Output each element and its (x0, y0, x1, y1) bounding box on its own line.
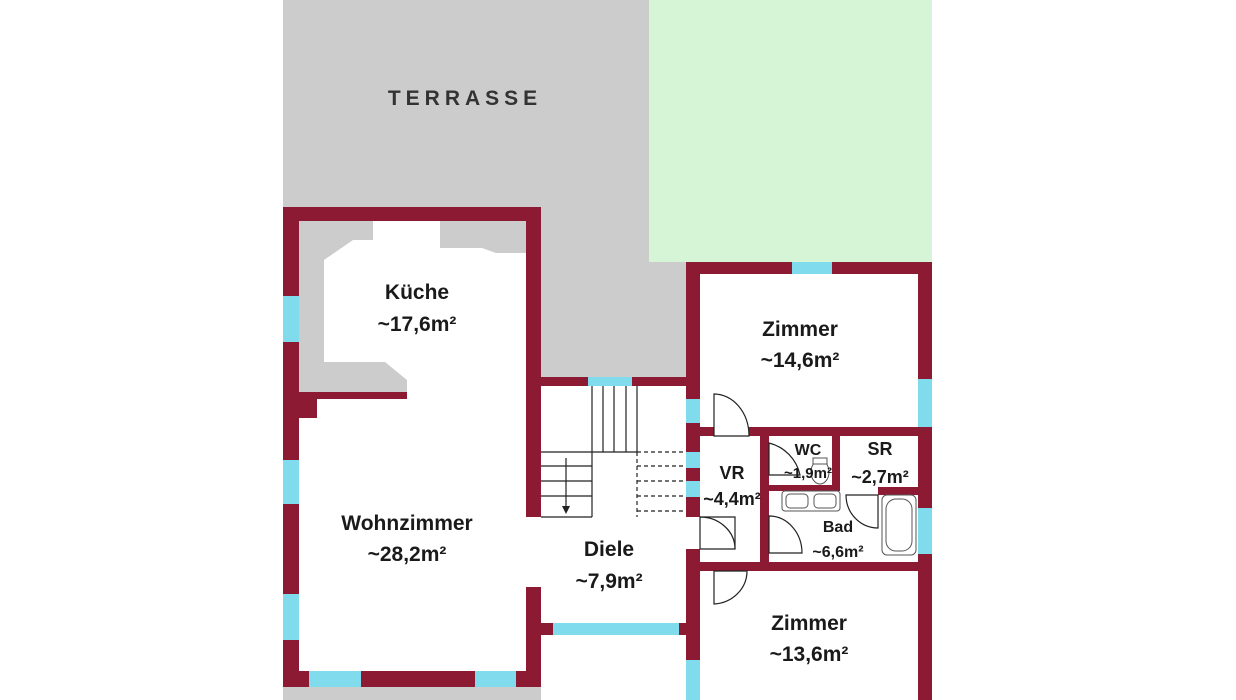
room-area-zimmer-2: ~13,6m² (770, 643, 849, 666)
room-name-kueche: Küche (385, 281, 449, 304)
room-name-diele: Diele (584, 538, 634, 561)
room-area-sr: ~2,7m² (851, 467, 909, 487)
room-name-bad: Bad (823, 519, 853, 536)
doors (699, 393, 879, 605)
room-area-diele: ~7,9m² (575, 570, 642, 593)
kitchen-counter (299, 221, 526, 392)
room-name-wc: WC (795, 442, 822, 459)
terrace-label: TERRASSE (388, 87, 542, 110)
bathroom-fixtures (781, 457, 917, 556)
room-area-wohnzimmer: ~28,2m² (368, 543, 447, 566)
room-area-bad: ~6,6m² (812, 544, 863, 561)
room-area-wc: ~1,9m² (784, 465, 832, 482)
staircase (541, 386, 686, 518)
stair-arrow-icon (562, 506, 570, 514)
terrace-area (283, 0, 649, 207)
room-name-wohnzimmer: Wohnzimmer (341, 512, 472, 535)
room-area-vr: ~4,4m² (703, 489, 761, 509)
room-name-zimmer-1: Zimmer (762, 318, 838, 341)
room-area-zimmer-1: ~14,6m² (761, 349, 840, 372)
wohnzimmer-opening (392, 586, 434, 588)
room-name-zimmer-2: Zimmer (771, 612, 847, 635)
room-name-sr: SR (867, 439, 892, 459)
windows (283, 262, 932, 700)
room-name-vr: VR (719, 463, 744, 483)
room-area-kueche: ~17,6m² (378, 313, 457, 336)
bottom-terrace-strip (283, 687, 541, 700)
garden-area (649, 0, 932, 262)
